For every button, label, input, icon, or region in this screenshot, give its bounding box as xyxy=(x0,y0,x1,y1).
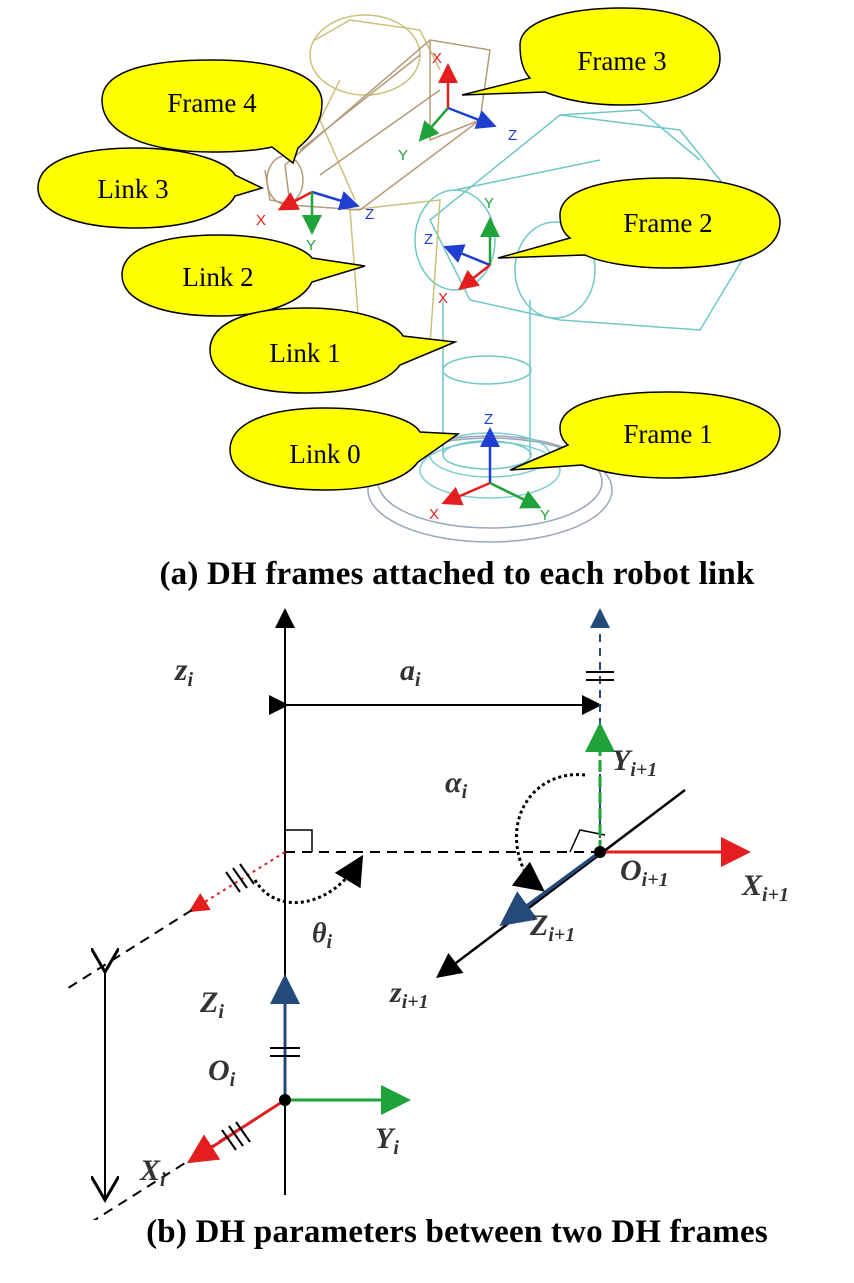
callout-link-2: Link 2 xyxy=(121,234,366,317)
label-Oi1: Oi+1 xyxy=(620,854,669,891)
label-Zi1: Zi+1 xyxy=(529,909,575,946)
callout-frame-1: Frame 1 xyxy=(509,391,781,479)
label-zi-top: zi xyxy=(174,651,193,691)
callout-frame-2-text: Frame 2 xyxy=(623,208,712,238)
frame-1-z-label: Z xyxy=(484,411,493,428)
frame-4-x-label: X xyxy=(256,212,266,229)
zi-tick-marks xyxy=(270,1047,300,1057)
frame-4-y-label: Y xyxy=(306,237,316,254)
callout-frame-3-text: Frame 3 xyxy=(577,46,666,76)
robot-link-1-pillar xyxy=(442,300,532,470)
label-Xi1: Xi+1 xyxy=(741,869,789,906)
label-zi1: zi+1 xyxy=(389,976,429,1013)
label-ai: ai xyxy=(400,654,421,691)
frame-2-x-label: X xyxy=(438,290,448,307)
left-dashed-line-upper xyxy=(64,909,193,991)
callout-link-0: Link 0 xyxy=(229,407,461,491)
caption-a: (a) DH frames attached to each robot lin… xyxy=(159,556,755,592)
Xi-vector xyxy=(186,1098,286,1164)
frame-3-x-label: X xyxy=(432,50,442,67)
xi-ticks xyxy=(221,1121,251,1151)
zi1-axis-line xyxy=(436,789,686,979)
label-alpha-i: αi xyxy=(445,766,468,803)
label-Yi: Yi xyxy=(375,1122,399,1159)
frame-3-axes xyxy=(418,63,497,142)
left-dashed-line-lower xyxy=(54,1099,286,1246)
label-Xi: Xi xyxy=(139,1154,166,1191)
label-Yi1: Yi+1 xyxy=(612,744,657,781)
caption-b: (b) DH parameters between two DH frames xyxy=(146,1214,768,1250)
robot-shoulder xyxy=(414,109,761,331)
callout-frame-4: Frame 4 xyxy=(101,59,323,165)
callout-frame-1-text: Frame 1 xyxy=(623,419,712,449)
label-Oi: Oi xyxy=(208,1054,236,1091)
frame-2-z-label: Z xyxy=(424,231,433,248)
label-theta-i: θi xyxy=(312,918,333,953)
panel-a-robot-diagram: Z X Y Y Z X X Z Y Z X Y Frame 3 Frame 4 … xyxy=(0,0,854,560)
frame-1-axes xyxy=(441,427,542,509)
robot-upper-arm xyxy=(309,14,441,346)
panel-b-dh-diagram: zi ai αi θi Yi+1 Oi+1 Xi+1 Zi+1 zi+1 Zi … xyxy=(0,600,854,1283)
label-Zi: Zi xyxy=(199,986,224,1023)
callout-link-1: Link 1 xyxy=(209,307,458,394)
dh-parameter-figure: zi ai αi θi Yi+1 Oi+1 Xi+1 Zi+1 zi+1 Zi … xyxy=(54,608,789,1246)
frame-1-y-label: Y xyxy=(540,507,550,524)
xi-projection-dotted xyxy=(188,851,286,913)
origin-oi-dot xyxy=(279,1094,291,1106)
frame-2-y-label: Y xyxy=(484,195,494,212)
robot-figure: Z X Y Y Z X X Z Y Z X Y Frame 3 Frame 4 … xyxy=(37,7,781,543)
right-axis-tick-marks xyxy=(586,671,614,681)
callout-link-0-text: Link 0 xyxy=(289,439,360,469)
callout-frame-3: Frame 3 xyxy=(461,7,721,106)
callout-frame-4-text: Frame 4 xyxy=(167,88,257,118)
origin-oi1-dot xyxy=(594,846,606,858)
callout-link-1-text: Link 1 xyxy=(269,338,340,368)
frame-3-y-label: Y xyxy=(398,147,408,164)
right-angle-mark-right xyxy=(569,829,606,853)
alpha-arc xyxy=(511,773,586,892)
Zi1-vector xyxy=(499,850,602,927)
frame-4-axes xyxy=(277,190,360,235)
frame-4-z-label: Z xyxy=(365,206,374,223)
frame-1-x-label: X xyxy=(429,506,439,523)
theta-arc xyxy=(253,854,364,904)
callout-link-3: Link 3 xyxy=(37,147,265,229)
callout-link-3-text: Link 3 xyxy=(97,174,168,204)
frame-2-axes xyxy=(443,217,500,291)
callout-frame-2: Frame 2 xyxy=(497,177,781,269)
xi-projection-ticks xyxy=(225,863,255,893)
frame-3-z-label: Z xyxy=(508,127,517,144)
callout-link-2-text: Link 2 xyxy=(182,262,253,292)
right-angle-mark-left xyxy=(285,829,313,852)
